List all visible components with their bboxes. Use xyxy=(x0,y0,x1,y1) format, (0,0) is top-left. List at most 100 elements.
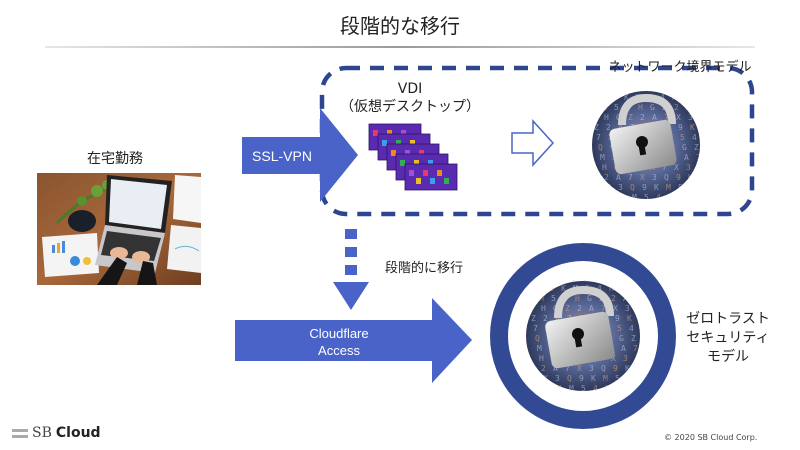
code-glyph: Z xyxy=(633,284,638,293)
code-glyph: 3 xyxy=(622,83,627,92)
code-glyph: 4 xyxy=(592,113,597,122)
code-glyph: 3 xyxy=(589,364,594,373)
sb-cloud-logo: SB Cloud xyxy=(12,425,101,441)
vdi-tile xyxy=(430,178,435,184)
vdi-tile xyxy=(409,170,414,176)
code-glyph: 5 xyxy=(644,193,649,202)
vdi-tile xyxy=(414,160,419,166)
code-glyph: 4 xyxy=(597,284,602,293)
vdi-tile xyxy=(437,170,442,176)
code-glyph: X xyxy=(674,163,679,172)
code-glyph: Q xyxy=(634,83,639,92)
code-glyph: 5 xyxy=(615,374,620,383)
code-glyph: H xyxy=(605,384,610,393)
code-glyph: 9 xyxy=(608,193,613,202)
code-glyph: H xyxy=(575,294,580,303)
code-glyph: H xyxy=(638,103,643,112)
code-glyph: 3 xyxy=(688,113,693,122)
code-glyph: H xyxy=(541,304,546,313)
code-glyph: Q xyxy=(601,364,606,373)
code-glyph: Z xyxy=(692,193,697,202)
code-glyph: 3 xyxy=(686,163,691,172)
code-glyph: M xyxy=(637,364,642,373)
code-glyph: 9 xyxy=(646,83,651,92)
code-glyph: 3 xyxy=(588,93,593,102)
code-glyph: A xyxy=(555,314,560,323)
code-glyph: 4 xyxy=(690,183,695,192)
code-glyph: 5 xyxy=(614,103,619,112)
code-glyph: 9 xyxy=(678,123,683,132)
code-glyph: G xyxy=(714,183,719,192)
code-glyph: X xyxy=(613,304,618,313)
code-glyph: Q xyxy=(600,93,605,102)
code-glyph: K xyxy=(625,364,630,373)
code-glyph: 9 xyxy=(583,274,588,283)
vdi-label-line1: VDI xyxy=(397,81,423,97)
zero-trust-model-label: ゼロトラスト セキュリティ モデル xyxy=(668,310,788,367)
code-glyph: Q xyxy=(567,374,572,383)
vdi-tile xyxy=(419,150,424,156)
code-glyph: M xyxy=(639,314,644,323)
code-glyph: 9 xyxy=(612,93,617,102)
code-glyph: G xyxy=(621,284,626,293)
code-glyph: 5 xyxy=(581,384,586,393)
code-glyph: G xyxy=(680,193,685,202)
code-glyph: K xyxy=(690,123,695,132)
code-glyph: Q xyxy=(635,354,640,363)
vdi-tile xyxy=(400,160,405,166)
code-glyph: H xyxy=(609,284,614,293)
vdi-screen xyxy=(404,163,458,191)
code-glyph: H xyxy=(704,133,709,142)
cloudflare-access-label-line2: Access xyxy=(318,343,360,358)
laptop-desk-illustration xyxy=(37,173,201,285)
vdi-tile xyxy=(387,130,392,136)
code-glyph: 5 xyxy=(619,274,624,283)
code-glyph: 4 xyxy=(694,83,699,92)
code-glyph: G xyxy=(684,93,689,102)
code-glyph: 5 xyxy=(617,324,622,333)
logo-bars-icon xyxy=(12,428,28,438)
code-glyph: X xyxy=(611,354,616,363)
code-glyph: 3 xyxy=(625,304,630,313)
code-glyph: 9 xyxy=(676,173,681,182)
code-glyph: 9 xyxy=(579,374,584,383)
code-glyph: Q xyxy=(664,173,669,182)
code-glyph: X xyxy=(610,83,615,92)
vdi-tile xyxy=(405,150,410,156)
code-glyph: 7 xyxy=(635,294,640,303)
code-glyph: 2 xyxy=(674,103,679,112)
code-glyph: 4 xyxy=(656,193,661,202)
code-glyph: 7 xyxy=(662,163,667,172)
work-from-home-label: 在宅勤務 xyxy=(87,151,143,167)
code-glyph: 3 xyxy=(623,354,628,363)
code-glyph: Q xyxy=(698,163,703,172)
vdi-tile xyxy=(444,178,449,184)
code-glyph: G xyxy=(650,103,655,112)
code-glyph: M xyxy=(607,274,612,283)
code-glyph: 9 xyxy=(613,364,618,373)
slide-title: 段階的な移行 xyxy=(340,14,460,38)
vdi-tile xyxy=(428,160,433,166)
cloudflare-access-label-line1: Cloudflare xyxy=(309,326,368,341)
code-glyph: K xyxy=(527,294,532,303)
code-glyph: A xyxy=(589,304,594,313)
code-glyph: M xyxy=(569,384,574,393)
code-glyph: G xyxy=(617,384,622,393)
code-glyph: X xyxy=(543,374,548,383)
vdi-tile xyxy=(401,130,406,136)
code-glyph: 5 xyxy=(551,294,556,303)
code-glyph: A xyxy=(586,83,591,92)
code-glyph: G xyxy=(682,143,687,152)
code-glyph: 7 xyxy=(601,304,606,313)
code-glyph: Z xyxy=(565,304,570,313)
code-glyph: K xyxy=(624,93,629,102)
code-glyph: Z xyxy=(531,314,536,323)
zero-trust-ring xyxy=(490,243,676,429)
network-perimeter-boundary xyxy=(319,65,755,217)
code-glyph: 7 xyxy=(628,173,633,182)
code-glyph: M xyxy=(666,183,671,192)
code-glyph: 4 xyxy=(627,374,632,383)
code-glyph: X xyxy=(645,344,650,353)
network-perimeter-model-label: ネットワーク境界モデル xyxy=(608,60,752,75)
